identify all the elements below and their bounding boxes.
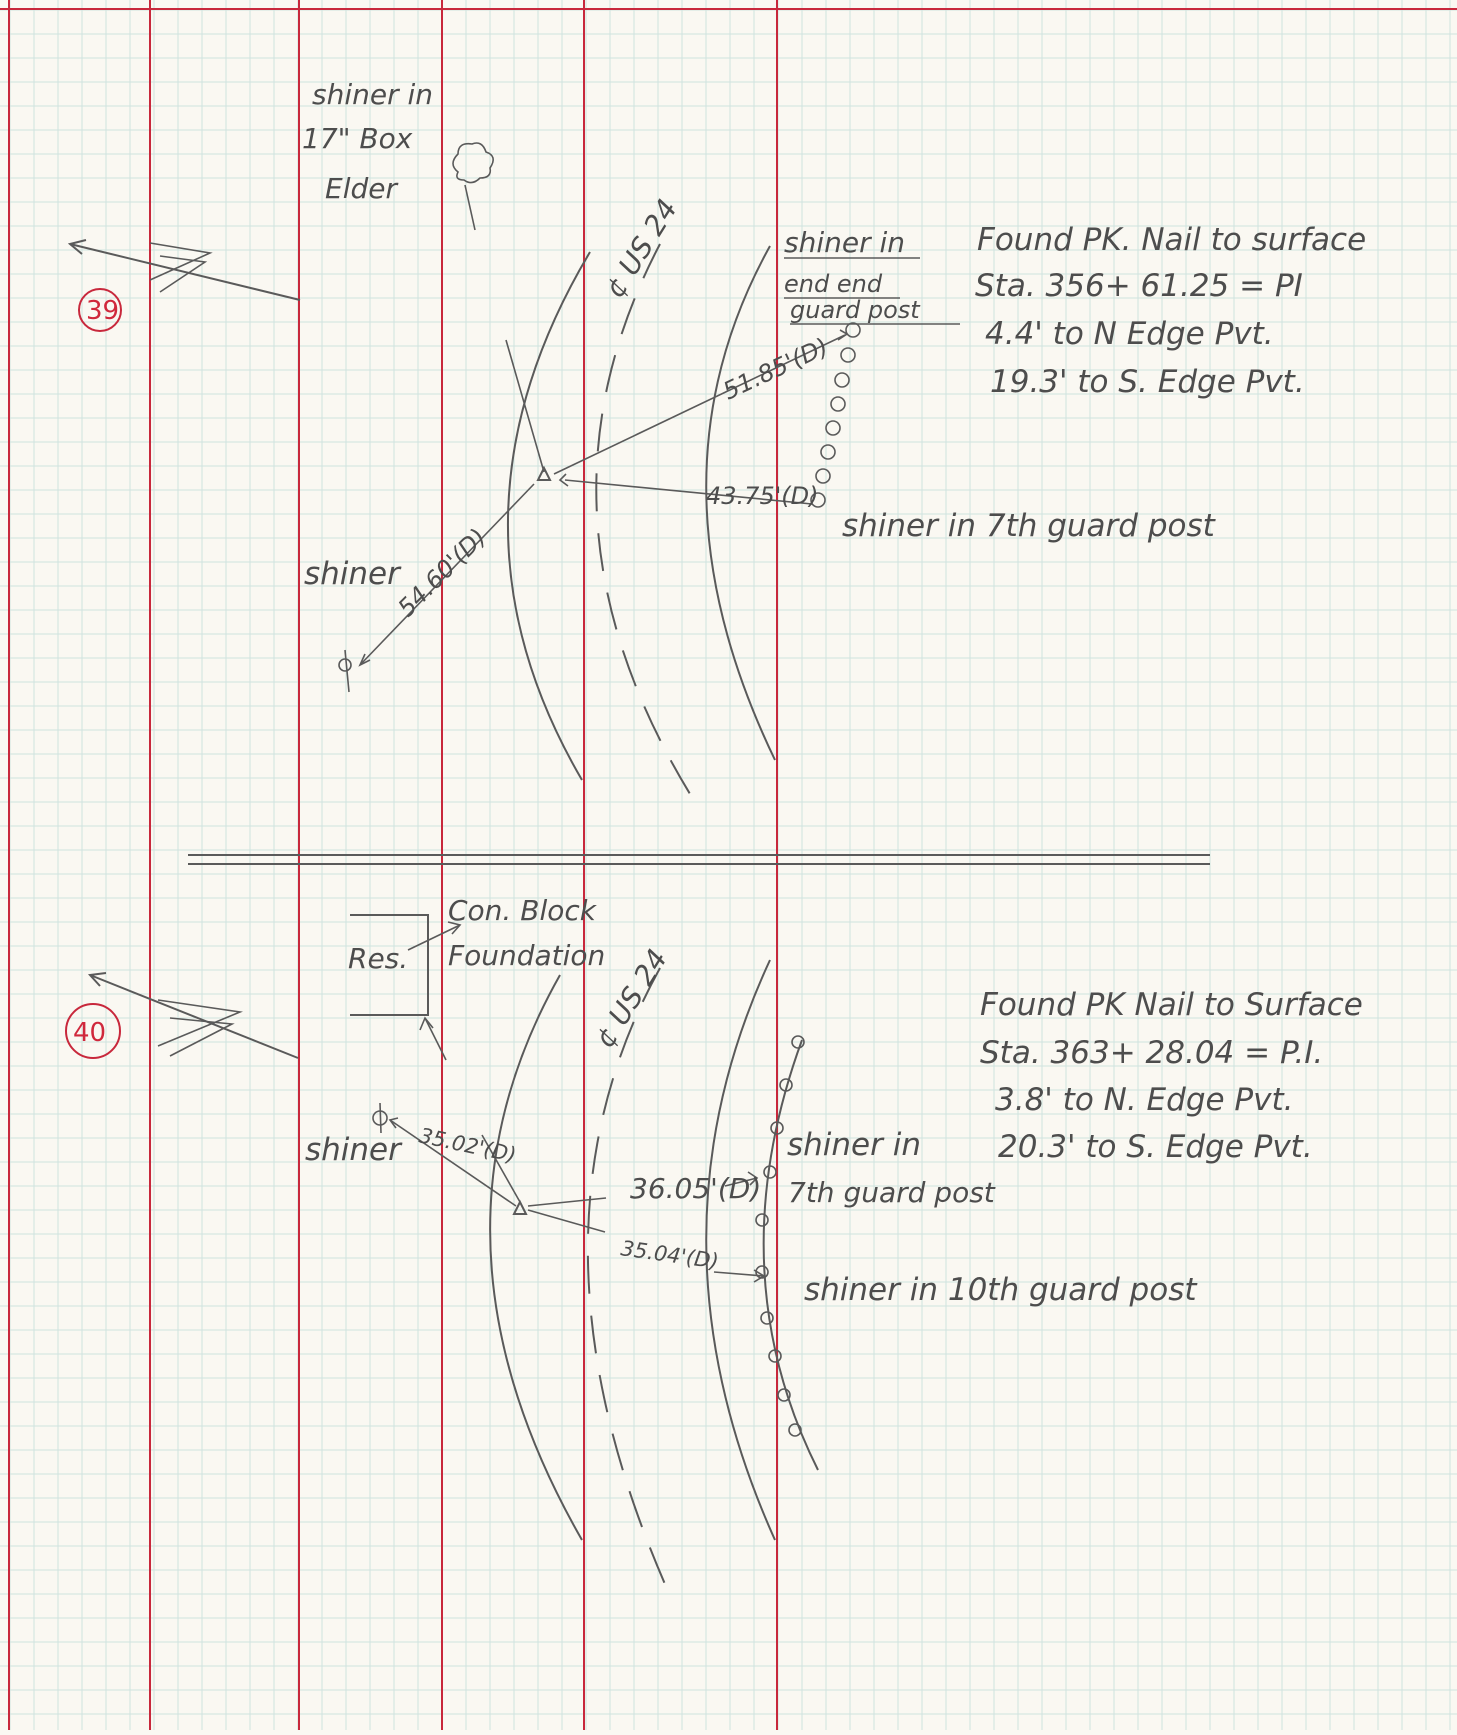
shiner-label-39: shiner: [304, 556, 402, 592]
post-label-39-line-1: shiner in: [784, 226, 905, 259]
note-39-line-1: Found PK. Nail to surface: [977, 222, 1366, 258]
residence-outline: [350, 914, 429, 1016]
guard-post-icon: [763, 1165, 777, 1179]
section-40: 40 Res. Con. Block Foundation ¢ US 24: [65, 894, 1363, 1601]
shiner-symbol-40-icon: [372, 1102, 388, 1134]
section-39: 39 shiner in 17" Box Elder ¢ US 24: [67, 78, 1366, 811]
note-39-line-4: 19.3' to S. Edge Pvt.: [990, 364, 1305, 400]
north-arrow-40-icon: [87, 972, 299, 1059]
guard-post-icon: [840, 347, 856, 363]
tree-label-line-3: Elder: [325, 172, 398, 205]
guard-post-icon: [825, 420, 841, 436]
guard-posts-39: [810, 322, 861, 508]
guard-post-icon: [770, 1121, 784, 1135]
guard-post-icon: [755, 1265, 769, 1279]
post7-label-39: shiner in 7th guard post: [842, 508, 1217, 544]
note-39-line-2: Sta. 356+ 61.25 = PI: [975, 268, 1303, 304]
tree-label-line-1: shiner in: [312, 78, 433, 111]
post7-label-40-line-2: 7th guard post: [788, 1176, 996, 1209]
circled-number-40: [65, 1003, 121, 1059]
road-edge-north: [506, 251, 591, 781]
residence-label: Res.: [348, 942, 408, 975]
block-label-line-1: Con. Block: [448, 894, 598, 927]
block-label-line-2: Foundation: [448, 939, 605, 972]
guard-post-icon: [791, 1035, 805, 1049]
guard-rail-40: [762, 1039, 819, 1471]
guard-post-icon: [777, 1388, 791, 1402]
guard-post-icon: [810, 492, 826, 508]
post-label-39-line-3: guard post: [790, 296, 921, 324]
guard-post-icon: [779, 1078, 793, 1092]
guard-posts-40: [755, 1035, 805, 1437]
post-label-39-line-2: end end: [784, 270, 883, 298]
note-40-line-1: Found PK Nail to Surface: [980, 987, 1363, 1023]
guard-post-icon: [845, 322, 861, 338]
north-arrow-39-icon: [67, 239, 301, 301]
road-edge-south: [705, 245, 776, 761]
post7-label-40-line-1: shiner in: [787, 1127, 921, 1163]
road-edge-south-40: [705, 959, 776, 1541]
tree-label-line-2: 17" Box: [302, 122, 413, 155]
guard-post-icon: [834, 372, 850, 388]
section-divider: [188, 854, 1210, 865]
route-label-39: ¢ US 24: [598, 193, 684, 303]
guard-post-icon: [820, 444, 836, 460]
guard-post-icon: [815, 468, 831, 484]
note-40-line-2: Sta. 363+ 28.04 = P.I.: [980, 1035, 1323, 1071]
guard-post-icon: [830, 396, 846, 412]
guard-post-icon: [760, 1311, 774, 1325]
note-39-line-3: 4.4' to N Edge Pvt.: [985, 316, 1274, 352]
road-edge-north-40: [489, 974, 583, 1541]
guard-post-icon: [755, 1213, 769, 1227]
distance-40-2: 36.05'(D): [630, 1172, 761, 1205]
distance-39-2: 43.75'(D): [706, 482, 819, 510]
post10-label-40: shiner in 10th guard post: [804, 1272, 1198, 1308]
distance-40-1: 35.02'(D): [417, 1123, 518, 1167]
shiner-label-40: shiner: [305, 1132, 403, 1168]
pi-point-40: [388, 1117, 766, 1283]
pi-point-39: [358, 329, 849, 667]
road-centerline: [595, 243, 701, 811]
note-40-line-3: 3.8' to N. Edge Pvt.: [995, 1082, 1293, 1118]
guard-post-icon: [768, 1349, 782, 1363]
shiner-symbol-39-icon: [338, 649, 352, 693]
circled-number-39: [78, 288, 122, 332]
section-39-number: 39: [86, 296, 119, 326]
road-centerline-40: [586, 967, 673, 1601]
section-40-number: 40: [73, 1018, 106, 1048]
tree-icon: [452, 142, 494, 231]
guard-post-icon: [788, 1423, 802, 1437]
note-40-line-4: 20.3' to S. Edge Pvt.: [998, 1129, 1313, 1165]
